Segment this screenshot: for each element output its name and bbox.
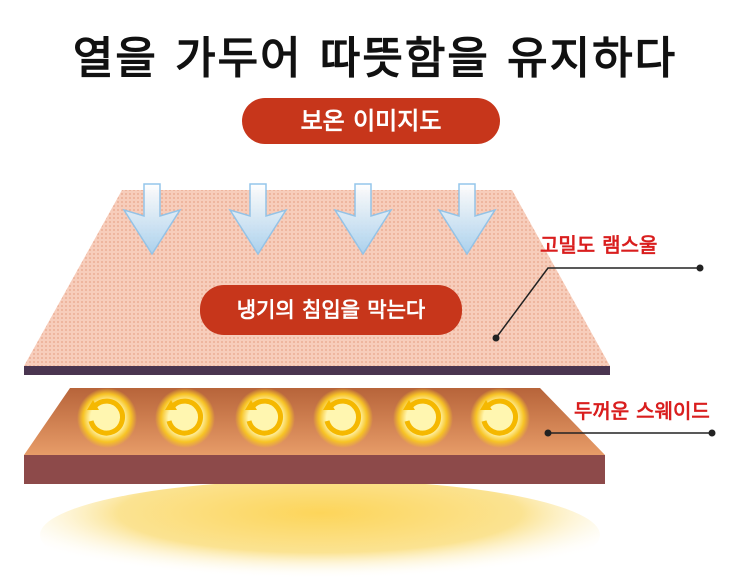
cold-arrow-icon: [228, 183, 288, 256]
heat-swirl-icons: [77, 388, 530, 448]
page-title: 열을 가두어 따뜻함을 유지하다: [72, 33, 678, 84]
heat-swirl-icon: [393, 388, 453, 448]
leader-line-bottom: [544, 429, 716, 437]
heat-swirl-icon: [313, 388, 373, 448]
suede-layer-edge: [24, 455, 605, 484]
cold-arrow-icon: [122, 183, 182, 256]
cold-arrow-icon: [333, 183, 393, 256]
heat-swirl-icon: [235, 388, 295, 448]
insulation-badge: 보온 이미지도: [242, 98, 500, 144]
cold-arrow-icons: [122, 183, 497, 256]
leader-line-top: [492, 264, 704, 342]
heat-swirl-icon: [470, 388, 530, 448]
heat-glow: [40, 480, 600, 585]
lambswool-layer: [24, 190, 610, 366]
heat-swirl-icon: [77, 388, 137, 448]
bottom-layer-label: 두꺼운 스웨이드: [574, 399, 710, 423]
cold-block-pill: 냉기의 침입을 막는다: [200, 285, 462, 335]
cold-arrow-icon: [437, 183, 497, 256]
top-layer-label: 고밀도 램스울: [540, 233, 658, 257]
heat-swirl-icon: [155, 388, 215, 448]
lambswool-layer-edge: [24, 366, 610, 375]
